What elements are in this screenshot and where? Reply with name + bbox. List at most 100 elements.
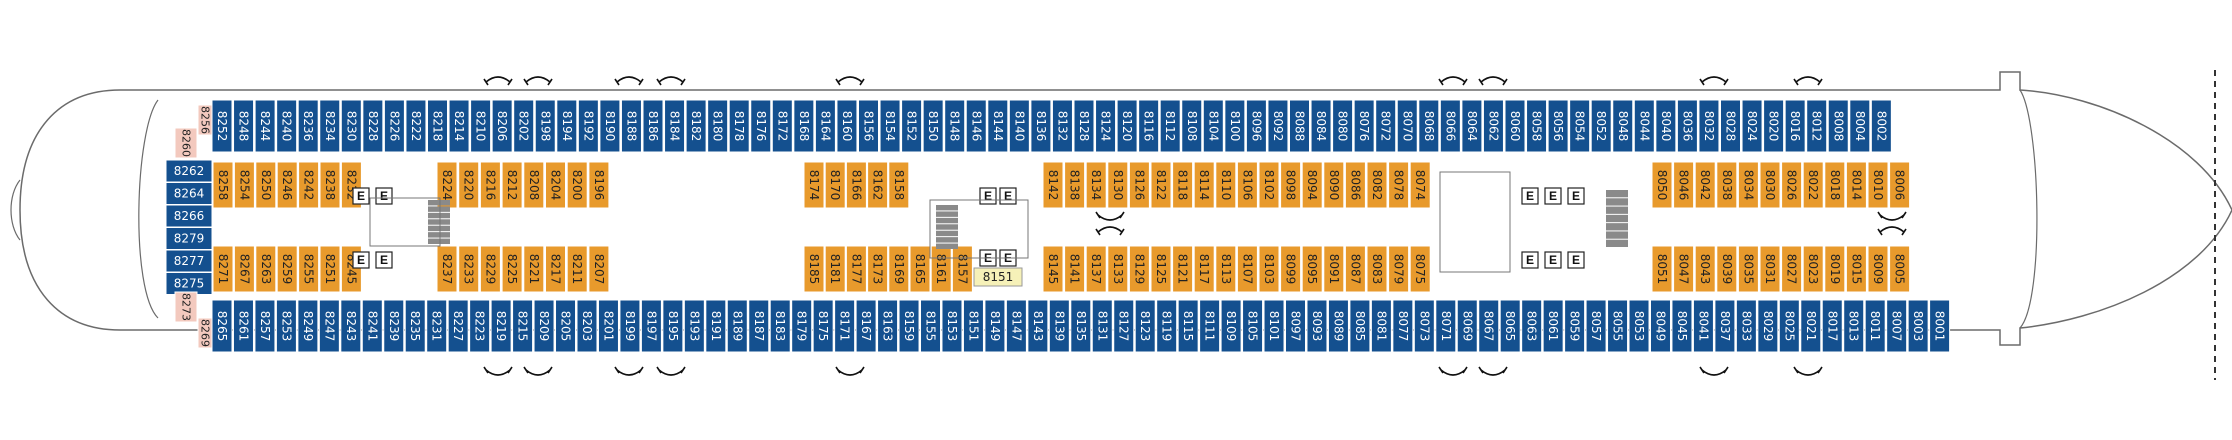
cabin-8234[interactable]: 8234	[319, 99, 341, 153]
cabin-8075[interactable]: 8075	[1409, 245, 1431, 293]
cabin-8085[interactable]: 8085	[1349, 299, 1371, 353]
cabin-8079[interactable]: 8079	[1388, 245, 1410, 293]
highlighted-cabin[interactable]: 8151	[973, 267, 1023, 287]
cabin-8087[interactable]: 8087	[1344, 245, 1366, 293]
cabin-8071[interactable]: 8071	[1435, 299, 1457, 353]
cabin-8102[interactable]: 8102	[1258, 161, 1280, 209]
cabin-8165[interactable]: 8165	[909, 245, 931, 293]
cabin-8208[interactable]: 8208	[523, 161, 545, 209]
cabin-8132[interactable]: 8132	[1051, 99, 1073, 153]
cabin-8111[interactable]: 8111	[1199, 299, 1221, 353]
cabin-8004[interactable]: 8004	[1849, 99, 1871, 153]
cabin-8114[interactable]: 8114	[1193, 161, 1215, 209]
cabin-8067[interactable]: 8067	[1478, 299, 1500, 353]
cabin-8136[interactable]: 8136	[1030, 99, 1052, 153]
cabin-8143[interactable]: 8143	[1027, 299, 1049, 353]
cabin-8084[interactable]: 8084	[1310, 99, 1332, 153]
cabin-8002[interactable]: 8002	[1870, 99, 1892, 153]
cabin-8139[interactable]: 8139	[1048, 299, 1070, 353]
cabin-8273[interactable]: 8273	[174, 291, 198, 323]
cabin-8249[interactable]: 8249	[297, 299, 319, 353]
cabin-8078[interactable]: 8078	[1388, 161, 1410, 209]
cabin-8226[interactable]: 8226	[383, 99, 405, 153]
cabin-8251[interactable]: 8251	[319, 245, 341, 293]
cabin-8266[interactable]: 8266	[165, 204, 213, 228]
cabin-8227[interactable]: 8227	[447, 299, 469, 353]
cabin-8148[interactable]: 8148	[944, 99, 966, 153]
cabin-8101[interactable]: 8101	[1263, 299, 1285, 353]
cabin-8013[interactable]: 8013	[1843, 299, 1865, 353]
cabin-8243[interactable]: 8243	[340, 299, 362, 353]
cabin-8150[interactable]: 8150	[922, 99, 944, 153]
cabin-8238[interactable]: 8238	[319, 161, 341, 209]
cabin-8012[interactable]: 8012	[1806, 99, 1828, 153]
cabin-8045[interactable]: 8045	[1671, 299, 1693, 353]
cabin-8196[interactable]: 8196	[588, 161, 610, 209]
cabin-8010[interactable]: 8010	[1867, 161, 1889, 209]
cabin-8050[interactable]: 8050	[1651, 161, 1673, 209]
cabin-8195[interactable]: 8195	[662, 299, 684, 353]
cabin-8277[interactable]: 8277	[165, 249, 213, 273]
cabin-8244[interactable]: 8244	[254, 99, 276, 153]
cabin-8257[interactable]: 8257	[254, 299, 276, 353]
cabin-8120[interactable]: 8120	[1116, 99, 1138, 153]
cabin-8103[interactable]: 8103	[1258, 245, 1280, 293]
cabin-8157[interactable]: 8157	[951, 245, 973, 293]
cabin-8135[interactable]: 8135	[1070, 299, 1092, 353]
cabin-8059[interactable]: 8059	[1564, 299, 1586, 353]
cabin-8126[interactable]: 8126	[1128, 161, 1150, 209]
cabin-8235[interactable]: 8235	[404, 299, 426, 353]
cabin-8162[interactable]: 8162	[867, 161, 889, 209]
cabin-8202[interactable]: 8202	[513, 99, 535, 153]
cabin-8189[interactable]: 8189	[726, 299, 748, 353]
cabin-8065[interactable]: 8065	[1499, 299, 1521, 353]
cabin-8190[interactable]: 8190	[599, 99, 621, 153]
cabin-8077[interactable]: 8077	[1392, 299, 1414, 353]
cabin-8152[interactable]: 8152	[901, 99, 923, 153]
cabin-8237[interactable]: 8237	[436, 245, 458, 293]
cabin-8026[interactable]: 8026	[1781, 161, 1803, 209]
cabin-8229[interactable]: 8229	[479, 245, 501, 293]
cabin-8116[interactable]: 8116	[1138, 99, 1160, 153]
cabin-8200[interactable]: 8200	[566, 161, 588, 209]
cabin-8203[interactable]: 8203	[576, 299, 598, 353]
cabin-8185[interactable]: 8185	[803, 245, 825, 293]
cabin-8239[interactable]: 8239	[383, 299, 405, 353]
cabin-8015[interactable]: 8015	[1845, 245, 1867, 293]
cabin-8055[interactable]: 8055	[1607, 299, 1629, 353]
cabin-8269[interactable]: 8269	[197, 317, 213, 349]
cabin-8180[interactable]: 8180	[707, 99, 729, 153]
cabin-8250[interactable]: 8250	[255, 161, 277, 209]
cabin-8029[interactable]: 8029	[1757, 299, 1779, 353]
cabin-8215[interactable]: 8215	[512, 299, 534, 353]
cabin-8264[interactable]: 8264	[165, 182, 213, 205]
cabin-8194[interactable]: 8194	[556, 99, 578, 153]
cabin-8161[interactable]: 8161	[930, 245, 952, 293]
cabin-8091[interactable]: 8091	[1323, 245, 1345, 293]
cabin-8158[interactable]: 8158	[888, 161, 910, 209]
cabin-8147[interactable]: 8147	[1005, 299, 1027, 353]
cabin-8256[interactable]: 8256	[197, 104, 213, 136]
cabin-8252[interactable]: 8252	[211, 99, 233, 153]
cabin-8042[interactable]: 8042	[1694, 161, 1716, 209]
cabin-8182[interactable]: 8182	[685, 99, 707, 153]
cabin-8193[interactable]: 8193	[683, 299, 705, 353]
cabin-8063[interactable]: 8063	[1521, 299, 1543, 353]
cabin-8009[interactable]: 8009	[1867, 245, 1889, 293]
cabin-8109[interactable]: 8109	[1220, 299, 1242, 353]
cabin-8124[interactable]: 8124	[1095, 99, 1117, 153]
cabin-8225[interactable]: 8225	[501, 245, 523, 293]
cabin-8022[interactable]: 8022	[1802, 161, 1824, 209]
cabin-8156[interactable]: 8156	[858, 99, 879, 153]
cabin-8108[interactable]: 8108	[1181, 99, 1203, 153]
cabin-8221[interactable]: 8221	[523, 245, 545, 293]
cabin-8021[interactable]: 8021	[1800, 299, 1822, 353]
cabin-8092[interactable]: 8092	[1267, 99, 1289, 153]
cabin-8074[interactable]: 8074	[1409, 161, 1431, 209]
cabin-8019[interactable]: 8019	[1824, 245, 1846, 293]
cabin-8098[interactable]: 8098	[1280, 161, 1302, 209]
cabin-8118[interactable]: 8118	[1172, 161, 1194, 209]
cabin-8138[interactable]: 8138	[1064, 161, 1086, 209]
cabin-8175[interactable]: 8175	[812, 299, 834, 353]
cabin-8217[interactable]: 8217	[545, 245, 566, 293]
